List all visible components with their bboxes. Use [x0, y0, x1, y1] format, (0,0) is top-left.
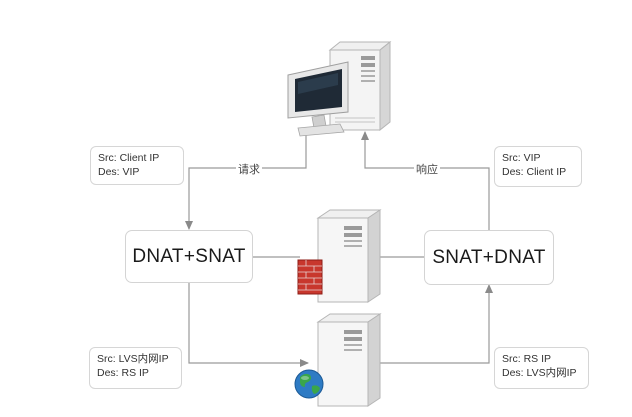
reply-edge	[375, 284, 493, 364]
note-top-left-des: Des: VIP	[98, 166, 140, 178]
note-top-left-src: Src: Client IP	[98, 152, 160, 164]
note-top-right-src: Src: VIP	[502, 152, 541, 164]
note-bottom-left-des: Des: RS IP	[97, 367, 149, 379]
note-top-left: Src: Client IP Des: VIP	[90, 146, 184, 185]
dnat-snat-label: DNAT+SNAT	[132, 245, 246, 267]
note-top-right: Src: VIP Des: Client IP	[494, 146, 582, 187]
request-label: 请求	[236, 161, 262, 177]
snat-dnat-label: SNAT+DNAT	[432, 246, 546, 268]
response-label: 响应	[414, 161, 440, 177]
client-computer-icon	[287, 40, 392, 137]
dnat-snat-box: DNAT+SNAT	[125, 230, 253, 283]
snat-dnat-box: SNAT+DNAT	[424, 230, 554, 285]
note-top-right-des: Des: Client IP	[502, 166, 567, 178]
note-bottom-right: Src: RS IP Des: LVS内网IP	[494, 347, 589, 389]
note-bottom-left: Src: LVS内网IP Des: RS IP	[89, 347, 182, 389]
note-bottom-left-src: Src: LVS内网IP	[97, 353, 169, 365]
response-edge	[361, 131, 490, 230]
web-server-icon	[294, 313, 382, 407]
firewall-server-icon	[297, 209, 382, 303]
request-edge	[185, 133, 307, 230]
forward-edge	[188, 283, 309, 367]
note-bottom-right-src: Src: RS IP	[502, 353, 552, 365]
note-bottom-right-des: Des: LVS内网IP	[502, 367, 577, 379]
